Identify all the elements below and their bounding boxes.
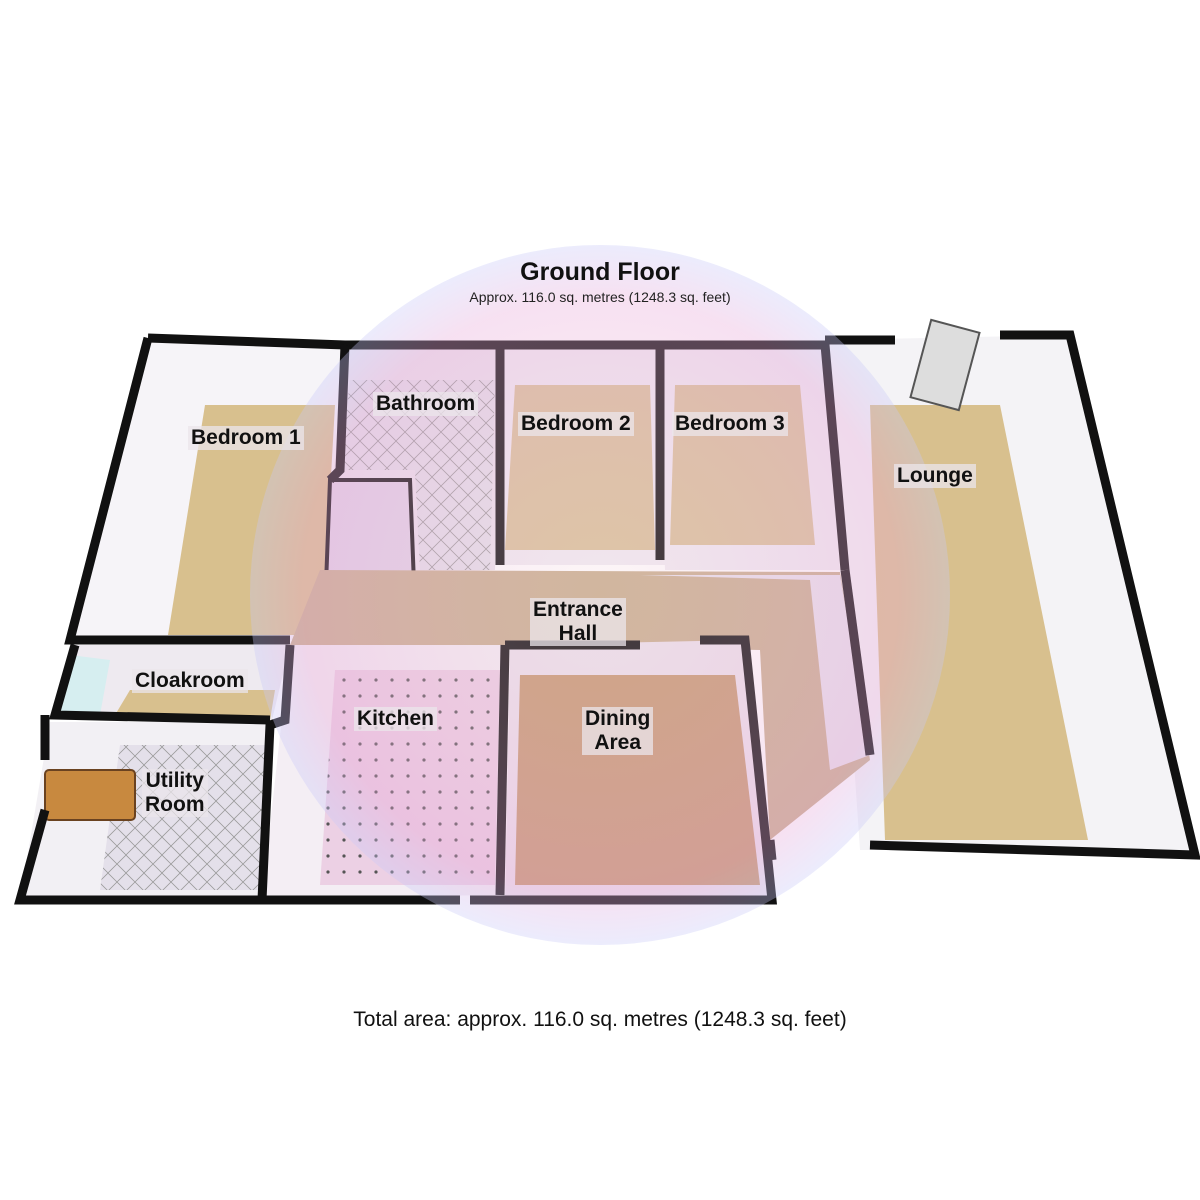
watermark-logo [250, 245, 950, 945]
label-bedroom-2: Bedroom 2 [518, 412, 634, 436]
label-dining-area: Dining Area [582, 707, 654, 755]
label-entrance-hall: Entrance Hall [530, 598, 626, 646]
floor-area: Approx. 116.0 sq. metres (1248.3 sq. fee… [469, 289, 731, 305]
door-icon [44, 769, 136, 821]
label-cloakroom: Cloakroom [132, 669, 248, 693]
floor-title: Ground Floor [520, 258, 680, 286]
label-bedroom-1: Bedroom 1 [188, 426, 304, 450]
label-utility-room: Utility Room [142, 769, 208, 817]
label-kitchen: Kitchen [354, 707, 438, 731]
total-area: Total area: approx. 116.0 sq. metres (12… [353, 1008, 847, 1031]
window-icon [909, 318, 981, 412]
label-bathroom: Bathroom [373, 392, 479, 416]
label-lounge: Lounge [894, 464, 976, 488]
label-bedroom-3: Bedroom 3 [672, 412, 788, 436]
